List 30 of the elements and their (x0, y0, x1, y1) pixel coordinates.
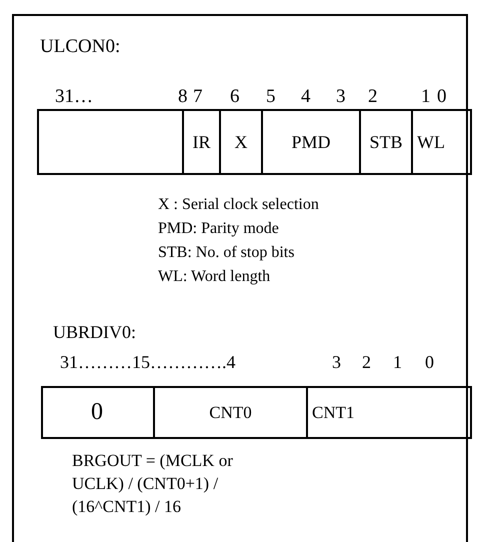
register-field: STB (359, 111, 411, 173)
legend-text: PMD: Parity mode (158, 220, 279, 238)
register-field: CNT0 (153, 388, 306, 437)
bit-number: 31………15………….4 (60, 352, 236, 373)
bit-number: 3 (332, 352, 341, 373)
legend-text: WL: Word length (158, 268, 270, 286)
bit-number: 3 (336, 86, 346, 108)
register-name: ULCON0: (40, 36, 120, 58)
register-field: CNT1 (306, 388, 472, 437)
bit-number: 0 (437, 86, 446, 108)
legend-text: STB: No. of stop bits (158, 244, 294, 262)
bit-number: 0 (425, 352, 434, 373)
bit-number: 31… (55, 86, 93, 108)
bit-number: 7 (193, 86, 202, 108)
register-field: 0 (41, 388, 153, 437)
bit-number: 1 (421, 86, 430, 108)
bit-number: 2 (362, 352, 371, 373)
register-field: WL (411, 111, 472, 173)
register-field: X (219, 111, 261, 173)
bit-number: 4 (301, 86, 310, 108)
formula-text: BRGOUT = (MCLK or UCLK) / (CNT0+1) / (16^CNT1) / 16 (72, 450, 234, 518)
bit-number: 2 (368, 86, 378, 108)
register-field: PMD (261, 111, 359, 173)
register-name: UBRDIV0: (53, 322, 136, 343)
legend-text: X : Serial clock selection (158, 196, 319, 214)
bit-number: 8 (178, 86, 188, 108)
bit-number: 5 (266, 86, 276, 108)
bit-number: 1 (393, 352, 402, 373)
register-field: IR (182, 111, 219, 173)
bit-number: 6 (230, 86, 240, 108)
